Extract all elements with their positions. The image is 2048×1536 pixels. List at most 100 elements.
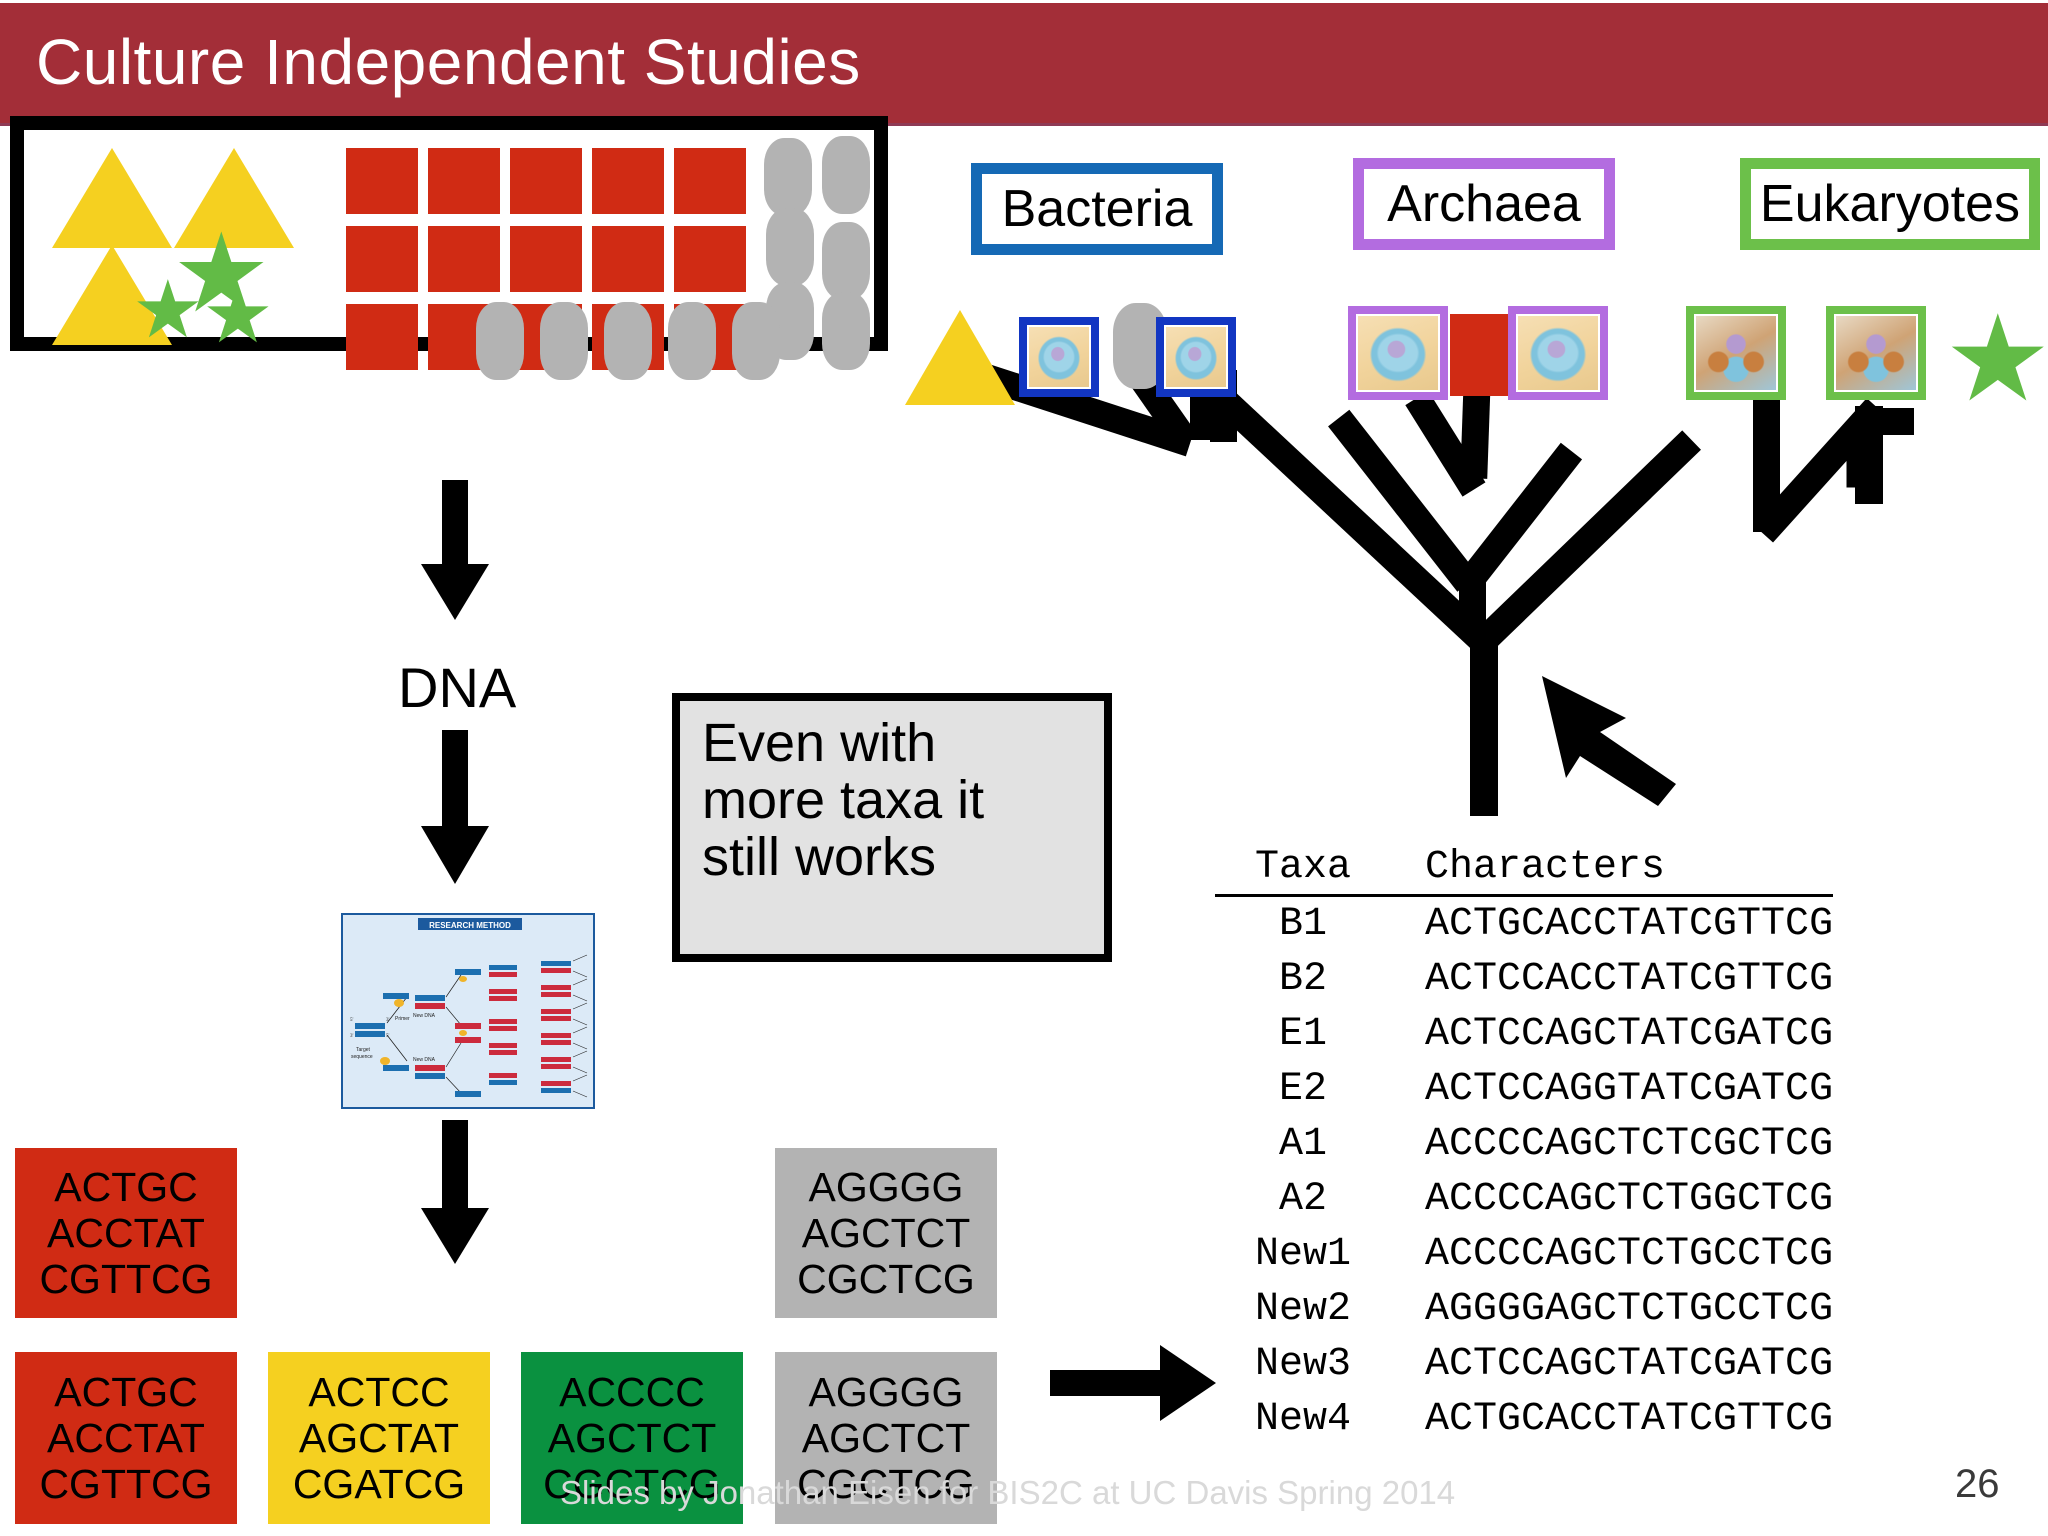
seq-line: AGCTCT xyxy=(801,1209,971,1256)
eukaryote-cell-image xyxy=(1694,314,1778,392)
seq-line: CGATCG xyxy=(292,1461,466,1508)
gray-rod-icon xyxy=(822,222,870,300)
red-square-icon xyxy=(428,226,500,292)
red-square-icon xyxy=(346,148,418,214)
group-label-text: Archaea xyxy=(1387,175,1581,233)
table-row: B2 ACTCCACCTATCGTTCG xyxy=(1215,952,1833,1007)
cell-characters: ACCCCAGCTCTGCCTCG xyxy=(1425,1232,1834,1277)
archaeon-cell-image xyxy=(1516,314,1600,392)
cell-characters: ACCCCAGCTCTGGCTCG xyxy=(1425,1177,1834,1222)
cell-characters: ACCCCAGCTCTCGCTCG xyxy=(1425,1122,1834,1167)
gray-sequence-box: AGGGG AGCTCT CGCTCG xyxy=(775,1352,997,1524)
red-square-icon xyxy=(346,304,418,370)
seq-line: CGCTCG xyxy=(543,1461,721,1508)
seq-line: ACCTAT xyxy=(47,1414,205,1461)
cell-characters: ACTCCAGGTATCGATCG xyxy=(1425,1067,1834,1112)
callout-box: Even with more taxa it still works xyxy=(672,693,1112,962)
group-label-archaea: Archaea xyxy=(1353,158,1615,250)
tree-branch-euk-tip-right xyxy=(1858,408,1914,435)
table-row: A2 ACCCCAGCTCTGGCTCG xyxy=(1215,1172,1833,1227)
table-row: A1 ACCCCAGCTCTCGCTCG xyxy=(1215,1117,1833,1172)
eukaryote-cell-image xyxy=(1834,314,1918,392)
seq-line: CGCTCG xyxy=(797,1256,975,1303)
yellow-triangle-icon xyxy=(52,245,172,345)
arrow-pcr-to-sequences xyxy=(420,1120,490,1270)
cell-taxon: E1 xyxy=(1278,1012,1327,1057)
yellow-triangle-icon xyxy=(174,148,294,248)
green-star-icon: ★ xyxy=(172,209,271,337)
svg-text:3': 3' xyxy=(386,1018,390,1023)
pcr-figure-title: RESEARCH METHOD xyxy=(429,921,511,930)
cell-taxon: A2 xyxy=(1278,1177,1327,1222)
callout-line-3: still works xyxy=(702,827,937,888)
arrow-sequences-to-table xyxy=(1050,1345,1235,1421)
svg-text:3': 3' xyxy=(350,1034,354,1039)
gray-rod-icon xyxy=(822,292,870,370)
cell-taxon: New2 xyxy=(1254,1287,1351,1332)
gray-rod-icon xyxy=(668,302,716,380)
seq-line: AGGGG xyxy=(808,1163,964,1210)
prokaryote-cell-image xyxy=(1027,325,1091,389)
green-star-icon: ★ xyxy=(202,268,274,361)
table-row: New2 AGGGGAGCTCTGCCTCG xyxy=(1215,1282,1833,1337)
tip-card-eukaryote-2 xyxy=(1826,306,1926,400)
cell-characters: ACTCCAGCTATCGATCG xyxy=(1425,1012,1834,1057)
environmental-sample-box: ★ ★ ★ xyxy=(10,116,888,380)
group-label-text: Eukaryotes xyxy=(1759,175,2021,233)
cell-characters: ACTCCACCTATCGTTCG xyxy=(1425,957,1834,1002)
red-square-icon xyxy=(674,148,746,214)
gray-rod-icon xyxy=(732,302,780,380)
svg-text:Primer: Primer xyxy=(395,1016,410,1022)
yellow-sequence-box: ACTCC AGCTAT CGATCG xyxy=(268,1352,490,1524)
tip-card-eukaryote-1 xyxy=(1686,306,1786,400)
red-square-icon xyxy=(510,226,582,292)
footer-credit: Slides by Jonathan Eisen for BIS2C at UC… xyxy=(560,1474,1456,1511)
red-sequence-box-top: ACTGC ACCTAT CGTTCG xyxy=(15,1148,237,1318)
column-header-taxa: Taxa xyxy=(1215,845,1391,897)
table-header-row: Taxa Characters xyxy=(1215,845,1834,897)
table: Taxa Characters B1 ACTGCACCTATCGTTCG B2 … xyxy=(1215,845,1834,1447)
red-square-icon xyxy=(592,226,664,292)
gray-rod-icon xyxy=(766,208,814,286)
callout-line-1: Even with xyxy=(702,713,937,773)
table-row: New3 ACTCCAGCTATCGATCG xyxy=(1215,1337,1833,1392)
cell-characters: AGGGGAGCTCTGCCTCG xyxy=(1425,1287,1834,1332)
svg-text:5': 5' xyxy=(350,1018,354,1023)
svg-text:sequence: sequence xyxy=(351,1054,373,1060)
dna-label: DNA xyxy=(398,656,517,719)
seq-line: AGGGG xyxy=(808,1368,964,1415)
tip-card-bacteria-1 xyxy=(1019,317,1099,397)
prokaryote-cell-image xyxy=(1164,325,1228,389)
red-square-icon xyxy=(592,148,664,214)
seq-line: ACTGC xyxy=(54,1163,198,1210)
red-square-icon xyxy=(510,148,582,214)
page-title: Culture Independent Studies xyxy=(36,26,861,98)
red-sequence-box: ACTGC ACCTAT CGTTCG xyxy=(15,1352,237,1524)
table-row: New4 ACTGCACCTATCGTTCG xyxy=(1215,1392,1833,1447)
group-label-eukaryotes: Eukaryotes xyxy=(1740,158,2040,250)
seq-line: ACTGC xyxy=(54,1368,198,1415)
tip-card-bacteria-2 xyxy=(1156,317,1236,397)
green-star-tip-icon: ★ xyxy=(1944,290,2048,429)
group-label-bacteria: Bacteria xyxy=(971,163,1223,255)
cell-taxon: E2 xyxy=(1278,1067,1327,1112)
seq-line: CGTTCG xyxy=(39,1256,213,1303)
gray-rod-icon xyxy=(764,138,812,216)
cell-characters: ACTCCAGCTATCGATCG xyxy=(1425,1342,1834,1387)
arrow-dna-to-pcr xyxy=(420,730,490,890)
cell-taxon: B2 xyxy=(1278,957,1327,1002)
pcr-diagram-svg: RESEARCH METHOD 5' 3' 3' 5' Target seque… xyxy=(343,915,593,1107)
tip-card-archaea-2 xyxy=(1508,306,1608,400)
arrow-sample-to-dna xyxy=(420,480,490,620)
green-star-icon: ★ xyxy=(132,263,204,356)
seq-line: ACCCC xyxy=(559,1368,705,1415)
seq-line: CGTTCG xyxy=(39,1461,213,1508)
taxa-characters-table: Taxa Characters B1 ACTGCACCTATCGTTCG B2 … xyxy=(1215,845,1834,1447)
green-sequence-box: ACCCC AGCTCT CGCTCG xyxy=(521,1352,743,1524)
red-square-icon xyxy=(346,226,418,292)
table-row: E1 ACTCCAGCTATCGATCG xyxy=(1215,1007,1833,1062)
svg-text:New DNA: New DNA xyxy=(413,1013,436,1019)
tip-card-archaea-1 xyxy=(1348,306,1448,400)
yellow-triangle-icon xyxy=(52,148,172,248)
